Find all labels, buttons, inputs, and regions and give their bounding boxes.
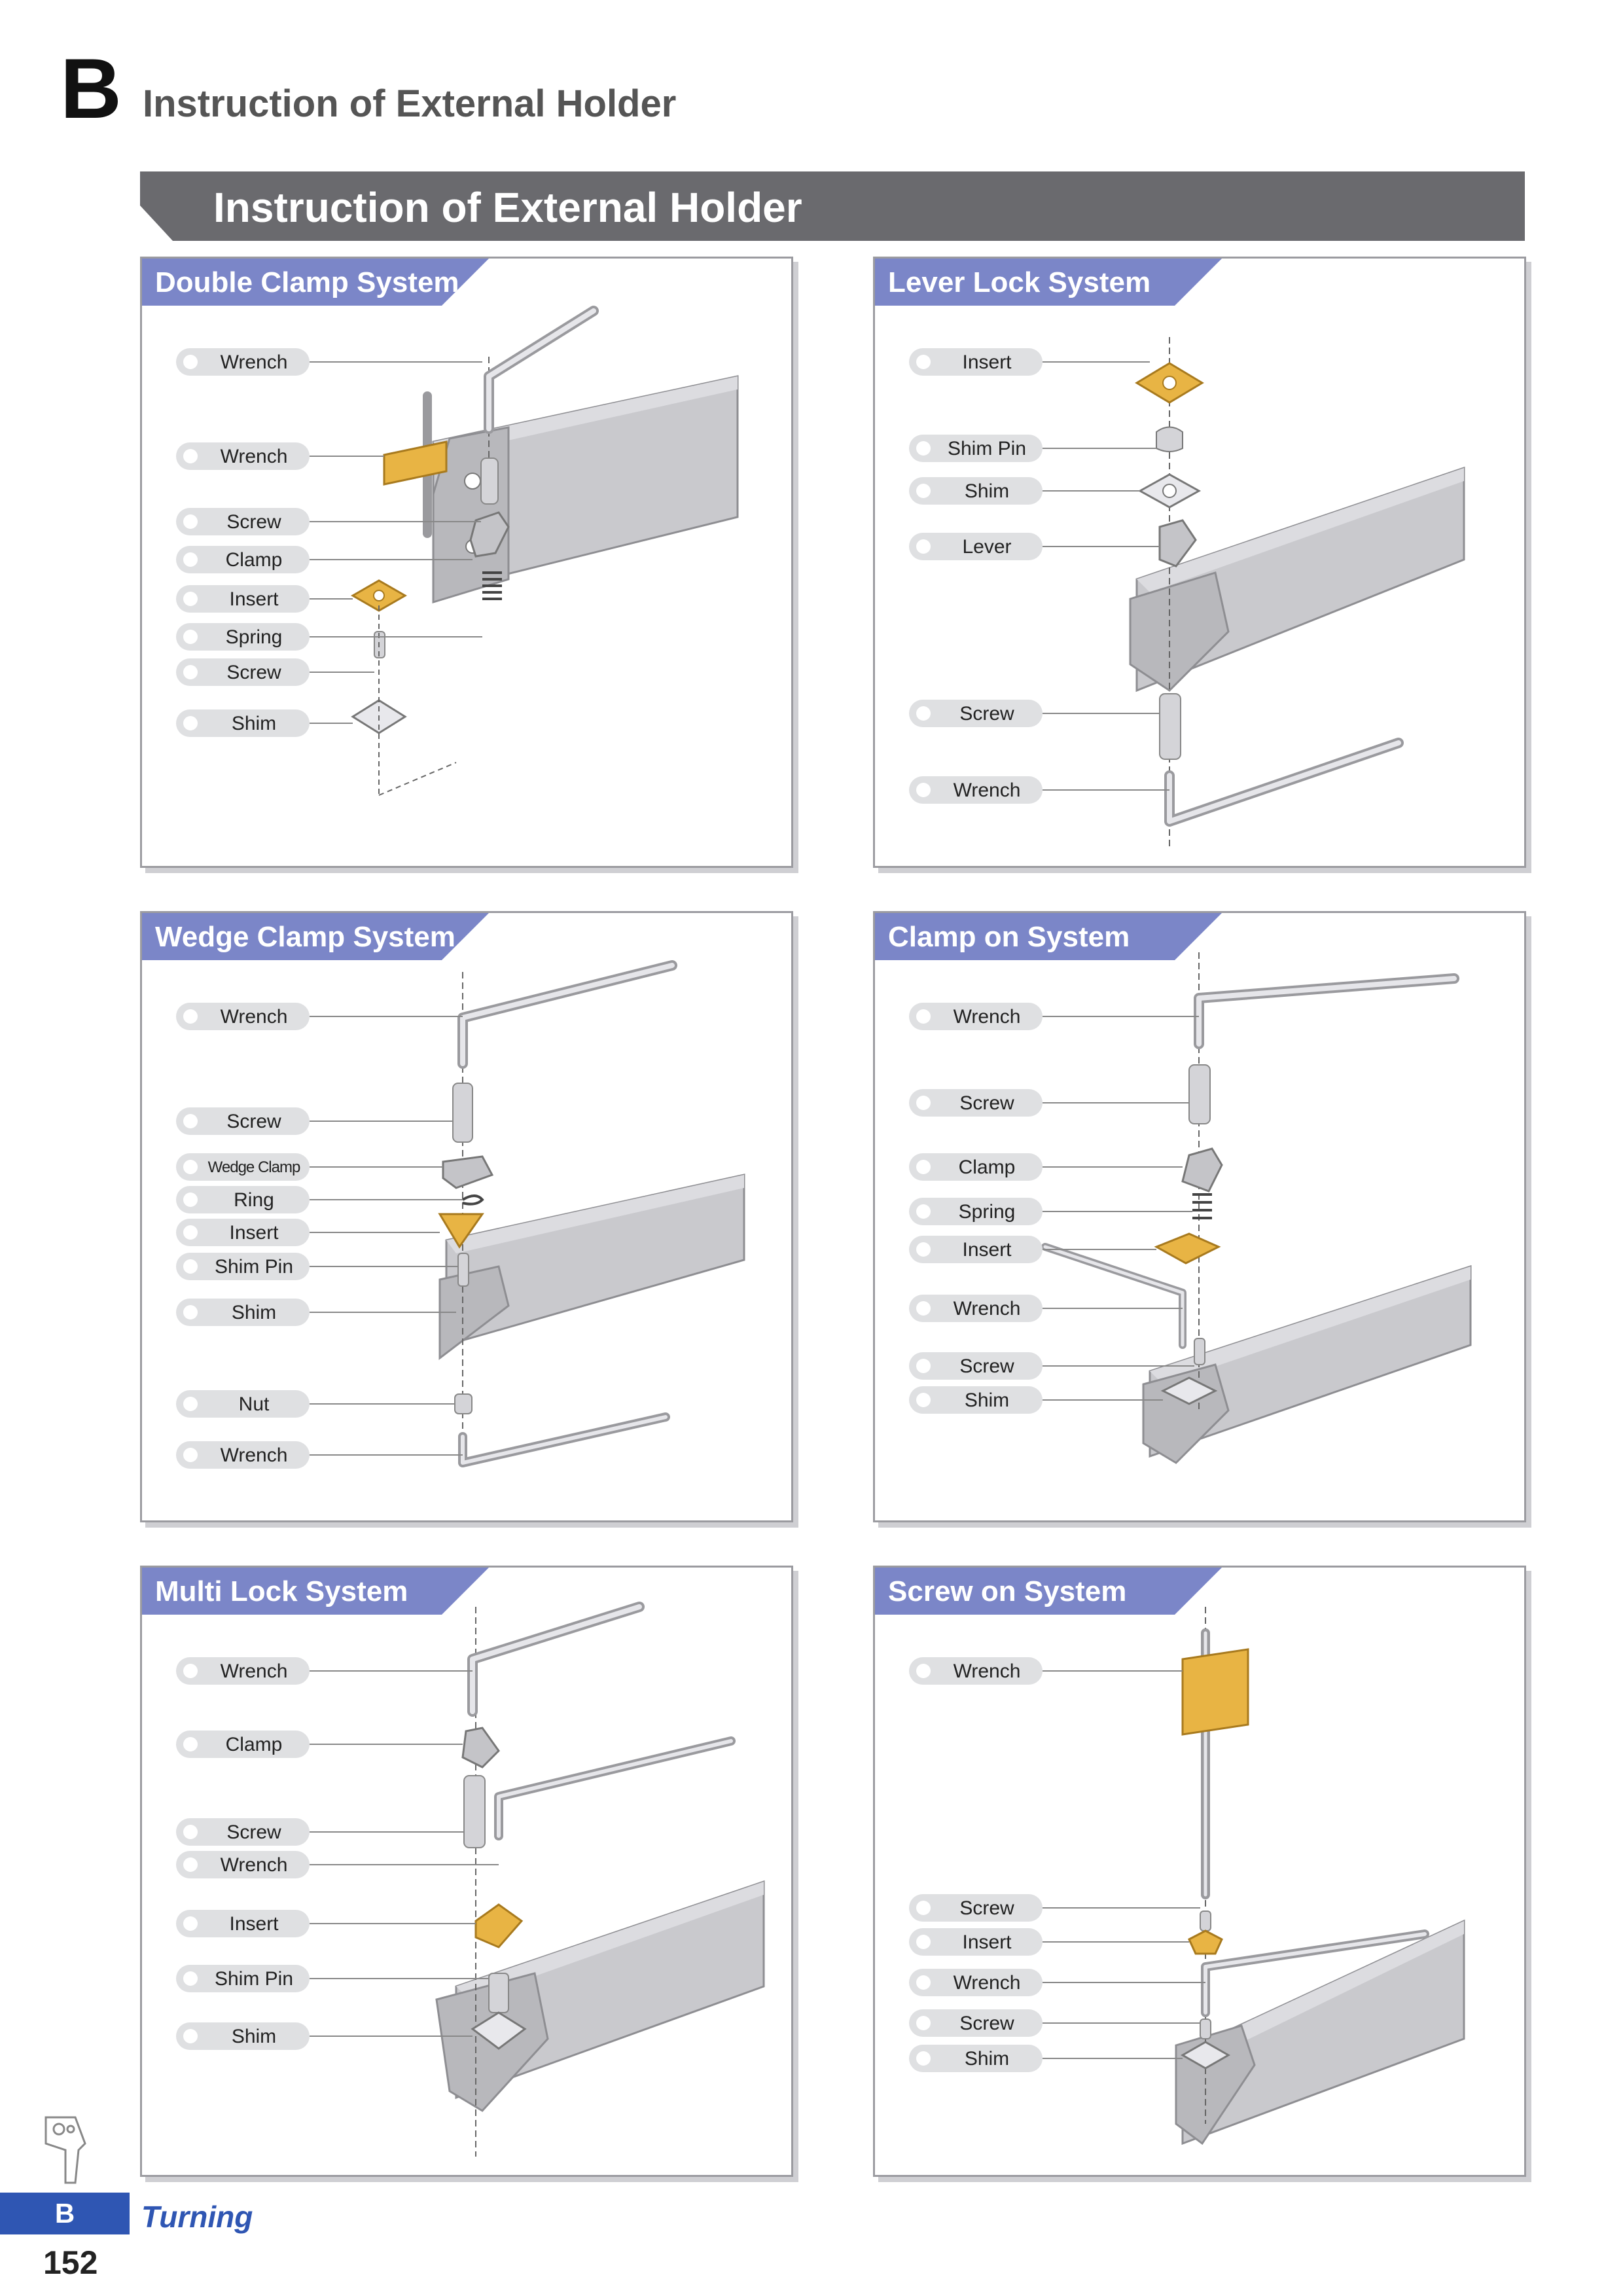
section-title: Instruction of External Holder bbox=[143, 82, 677, 125]
part-label: Wrench bbox=[909, 1657, 1043, 1685]
panel-header: Wedge Clamp System bbox=[142, 913, 489, 960]
panel-header: Multi Lock System bbox=[142, 1568, 489, 1615]
part-label: Lever bbox=[909, 533, 1043, 560]
multi-lock-diagram bbox=[310, 1602, 765, 2157]
section-letter: B bbox=[60, 41, 122, 136]
panel-title: Clamp on System bbox=[888, 921, 1130, 953]
part-label: Screw bbox=[909, 700, 1043, 727]
part-label: Wrench bbox=[176, 1003, 310, 1030]
wedge-clamp-diagram bbox=[310, 960, 745, 1467]
panel-header: Double Clamp System bbox=[142, 259, 489, 306]
banner-title: Instruction of External Holder bbox=[213, 184, 802, 231]
part-label: Screw bbox=[176, 508, 310, 535]
part-label: Screw bbox=[176, 658, 310, 686]
section-name: Turning bbox=[141, 2200, 253, 2234]
part-label: Wrench bbox=[176, 1657, 310, 1685]
part-label: Shim bbox=[176, 1299, 310, 1326]
panel-title: Multi Lock System bbox=[155, 1575, 408, 1607]
part-label: Screw bbox=[176, 1818, 310, 1846]
part-label: Insert bbox=[176, 585, 310, 613]
part-label: Shim bbox=[909, 2045, 1043, 2072]
part-label: Screw bbox=[176, 1107, 310, 1135]
part-label: Wedge Clamp bbox=[176, 1153, 310, 1181]
panel-header: Screw on System bbox=[875, 1568, 1222, 1615]
part-label: Wrench bbox=[909, 776, 1043, 804]
part-label: Clamp bbox=[176, 546, 310, 573]
part-label: Nut bbox=[176, 1390, 310, 1418]
panel-lever-lock: Lever Lock System Insert Shim Pin Shim L… bbox=[873, 257, 1526, 868]
panel-screw-on: Screw on System Wrench Screw Insert Wren… bbox=[873, 1566, 1526, 2177]
panel-title: Screw on System bbox=[888, 1575, 1127, 1607]
part-label: Shim Pin bbox=[176, 1253, 310, 1280]
panel-title: Double Clamp System bbox=[155, 266, 459, 298]
part-label: Shim bbox=[176, 2022, 310, 2050]
panel-header: Lever Lock System bbox=[875, 259, 1222, 306]
page-number: 152 bbox=[43, 2244, 98, 2281]
part-label: Wrench bbox=[176, 442, 310, 470]
part-label: Insert bbox=[176, 1219, 310, 1246]
part-label: Wrench bbox=[176, 1441, 310, 1469]
part-label: Spring bbox=[176, 623, 310, 651]
panel-header: Clamp on System bbox=[875, 913, 1222, 960]
panel-title: Lever Lock System bbox=[888, 266, 1151, 298]
double-clamp-diagram bbox=[310, 306, 739, 796]
panel-clamp-on: Clamp on System Wrench Screw Clamp Sprin… bbox=[873, 911, 1526, 1522]
panel-multi-lock: Multi Lock System Wrench Clamp Screw Wre… bbox=[140, 1566, 793, 2177]
part-label: Wrench bbox=[176, 1851, 310, 1878]
part-label: Shim bbox=[909, 477, 1043, 505]
part-label: Shim Pin bbox=[176, 1965, 310, 1992]
part-label: Clamp bbox=[909, 1153, 1043, 1181]
lever-lock-diagram bbox=[1043, 337, 1465, 848]
part-label: Shim Pin bbox=[909, 435, 1043, 462]
part-label: Insert bbox=[909, 348, 1043, 376]
part-label: Shim bbox=[909, 1386, 1043, 1414]
part-label: Insert bbox=[909, 1236, 1043, 1263]
main-banner: Instruction of External Holder bbox=[140, 171, 1525, 241]
panel-title: Wedge Clamp System bbox=[155, 921, 455, 953]
part-label: Ring bbox=[176, 1186, 310, 1213]
part-label: Clamp bbox=[176, 1731, 310, 1758]
part-label: Wrench bbox=[909, 1295, 1043, 1322]
part-label: Screw bbox=[909, 1352, 1043, 1380]
part-label: Screw bbox=[909, 1089, 1043, 1117]
panel-wedge-clamp: Wedge Clamp System Wrench Screw Wedge Cl… bbox=[140, 911, 793, 1522]
part-label: Shim bbox=[176, 709, 310, 737]
part-label: Screw bbox=[909, 2009, 1043, 2037]
part-label: Insert bbox=[909, 1928, 1043, 1956]
part-label: Screw bbox=[909, 1894, 1043, 1922]
section-tab: B bbox=[0, 2193, 130, 2234]
part-label: Wrench bbox=[909, 1003, 1043, 1030]
clamp-on-diagram bbox=[1041, 952, 1472, 1464]
screw-on-diagram bbox=[1043, 1607, 1465, 2145]
part-label: Spring bbox=[909, 1198, 1043, 1225]
part-label: Wrench bbox=[176, 348, 310, 376]
turning-tool-icon bbox=[45, 2116, 86, 2184]
part-label: Wrench bbox=[909, 1969, 1043, 1996]
panel-double-clamp: Double Clamp System Wrench Wrench Screw … bbox=[140, 257, 793, 868]
part-label: Insert bbox=[176, 1910, 310, 1937]
